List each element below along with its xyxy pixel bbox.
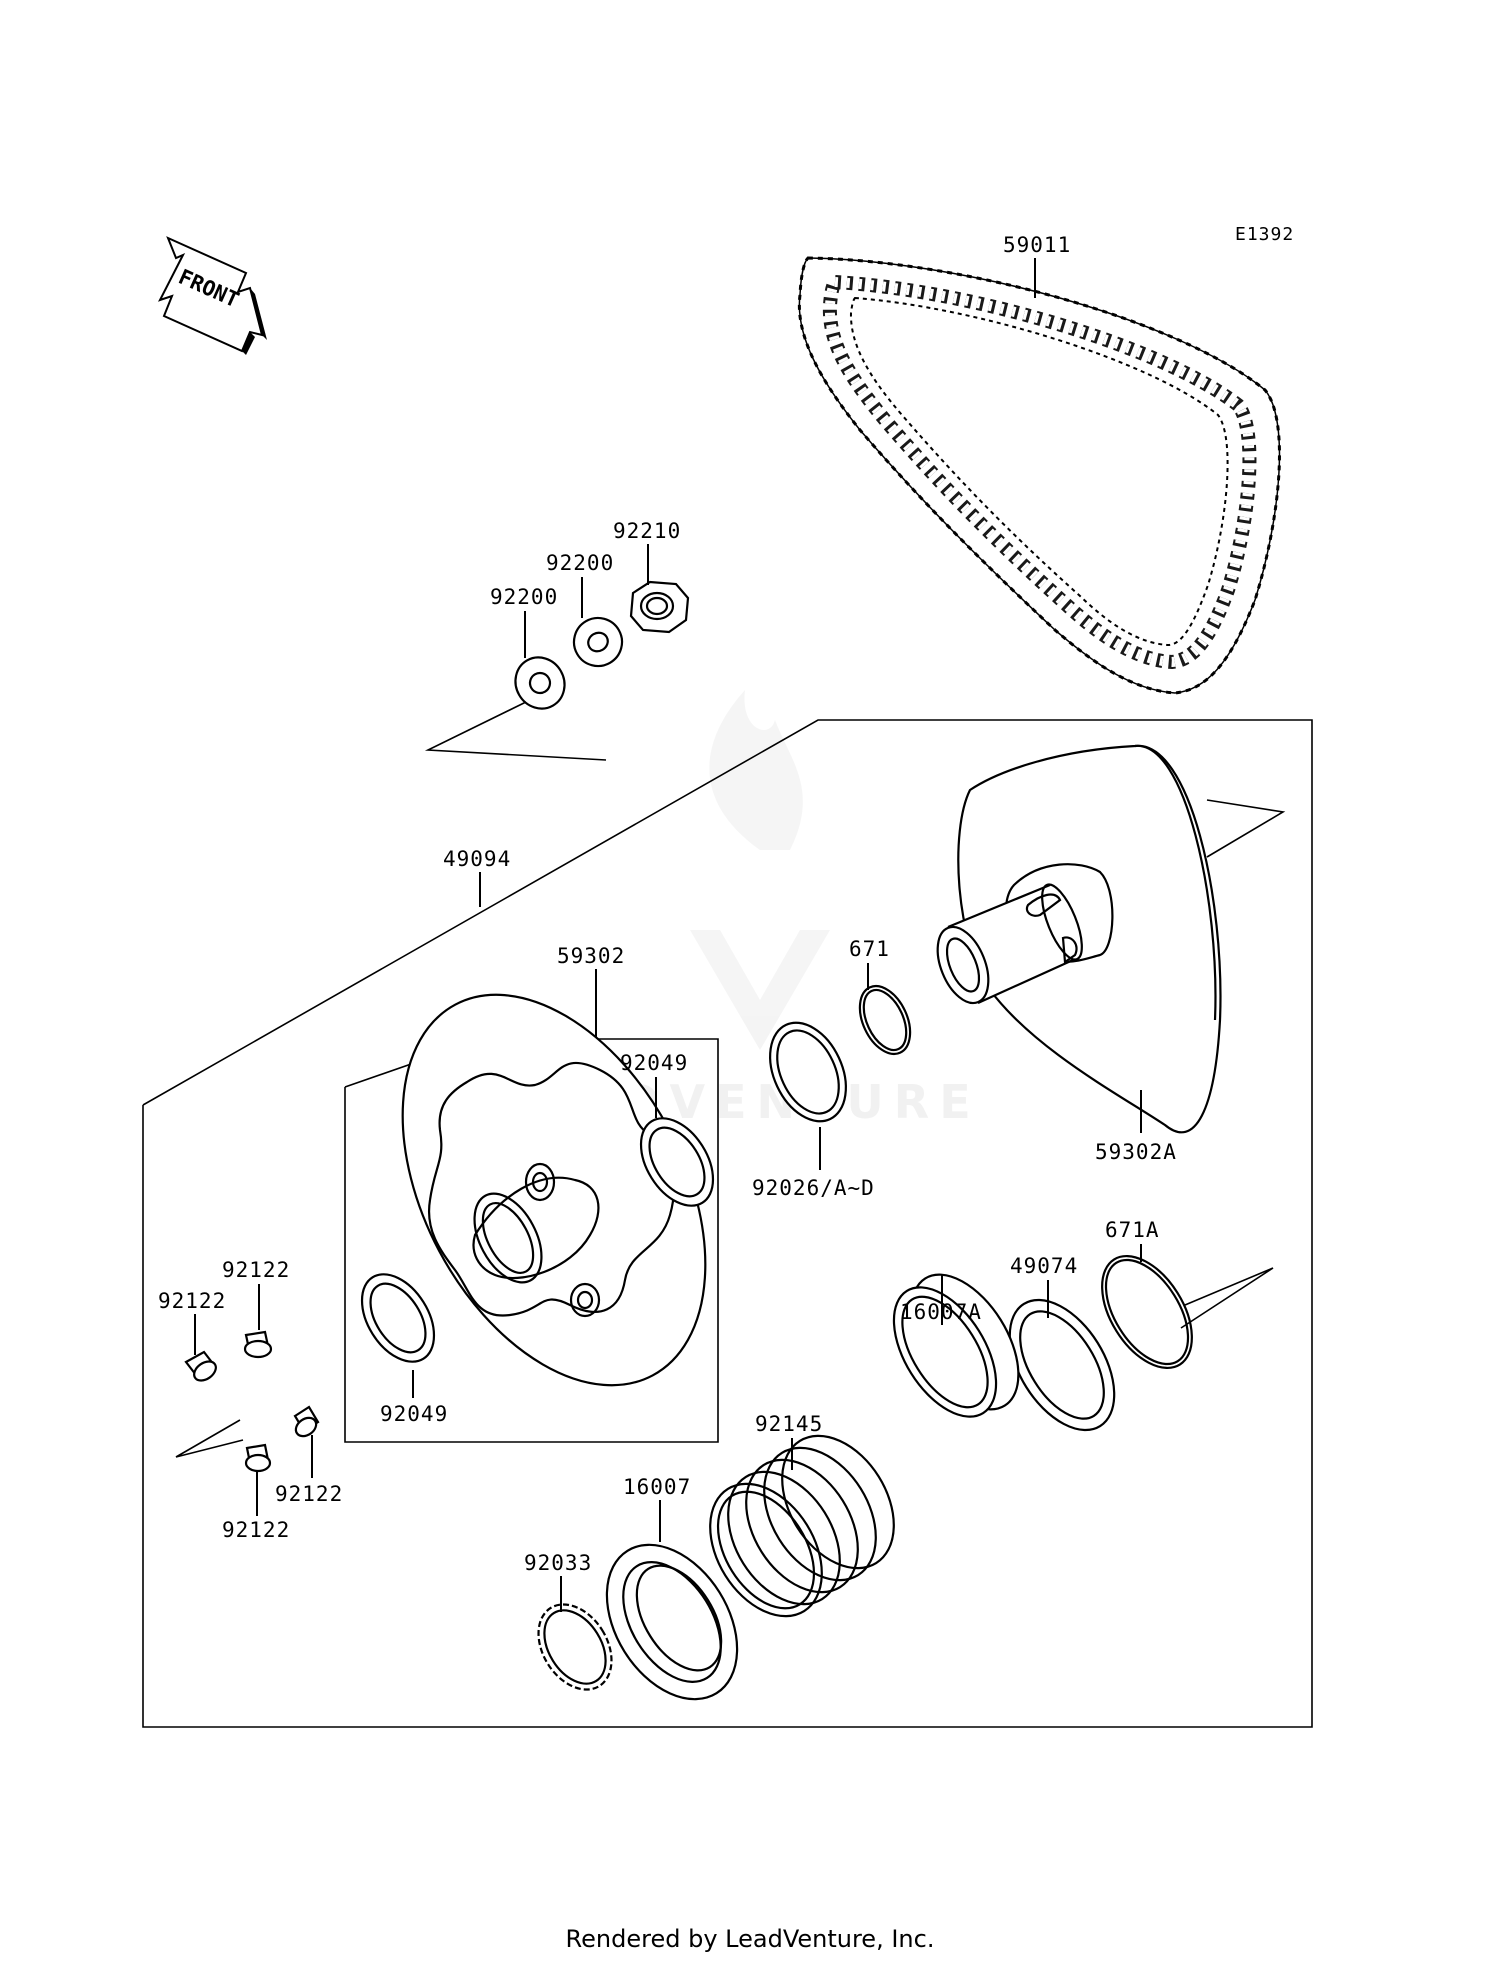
snap-ring-icon bbox=[858, 984, 912, 1056]
slider-weight-icon bbox=[184, 1350, 217, 1382]
label-92122-b: 92122 bbox=[158, 1289, 226, 1313]
label-92200-b: 92200 bbox=[490, 585, 558, 609]
label-49074: 49074 bbox=[1010, 1254, 1078, 1278]
label-16007: 16007 bbox=[623, 1475, 691, 1499]
label-92210: 92210 bbox=[613, 519, 681, 543]
front-arrow-icon: FRONT bbox=[157, 236, 267, 355]
circlip-icon bbox=[537, 1603, 613, 1691]
cam-icon bbox=[892, 1266, 1020, 1430]
label-16007A: 16007A bbox=[900, 1300, 982, 1324]
footer-rendered-by: Rendered by LeadVenture, Inc. bbox=[565, 1925, 935, 1953]
label-49094: 49094 bbox=[443, 847, 511, 871]
label-92122-a: 92122 bbox=[222, 1258, 290, 1282]
bushing-icon bbox=[360, 1273, 436, 1363]
label-92026: 92026/A~D bbox=[752, 1176, 875, 1200]
slider-weight-icon bbox=[243, 1330, 273, 1359]
spring-icon bbox=[709, 1434, 895, 1618]
label-92049-a: 92049 bbox=[620, 1051, 688, 1075]
label-59011: 59011 bbox=[1003, 233, 1071, 257]
label-671A: 671A bbox=[1105, 1218, 1160, 1242]
label-59302: 59302 bbox=[557, 944, 625, 968]
movable-sheave-icon bbox=[401, 993, 707, 1387]
label-92200-a: 92200 bbox=[546, 551, 614, 575]
shim-icon bbox=[1008, 1298, 1116, 1432]
bushing-icon bbox=[639, 1117, 715, 1207]
label-92122-c: 92122 bbox=[275, 1482, 343, 1506]
diagram-code: E1392 bbox=[1235, 224, 1294, 245]
slider-weight-icon bbox=[244, 1443, 272, 1473]
snap-ring-icon bbox=[1101, 1254, 1193, 1370]
label-671: 671 bbox=[849, 937, 890, 961]
label-92122-d: 92122 bbox=[222, 1518, 290, 1542]
washer-icon bbox=[572, 616, 624, 668]
label-92049-b: 92049 bbox=[380, 1402, 448, 1426]
label-92145: 92145 bbox=[755, 1412, 823, 1436]
drive-belt-icon bbox=[797, 256, 1281, 695]
collar-icon bbox=[605, 1543, 739, 1701]
washer-icon bbox=[514, 656, 566, 710]
label-92033: 92033 bbox=[524, 1551, 592, 1575]
shim-icon bbox=[769, 1021, 847, 1123]
slider-weight-icon bbox=[293, 1405, 320, 1438]
label-59302A: 59302A bbox=[1095, 1140, 1177, 1164]
nut-icon bbox=[629, 580, 690, 634]
sheave-pulley-icon bbox=[936, 744, 1222, 1134]
